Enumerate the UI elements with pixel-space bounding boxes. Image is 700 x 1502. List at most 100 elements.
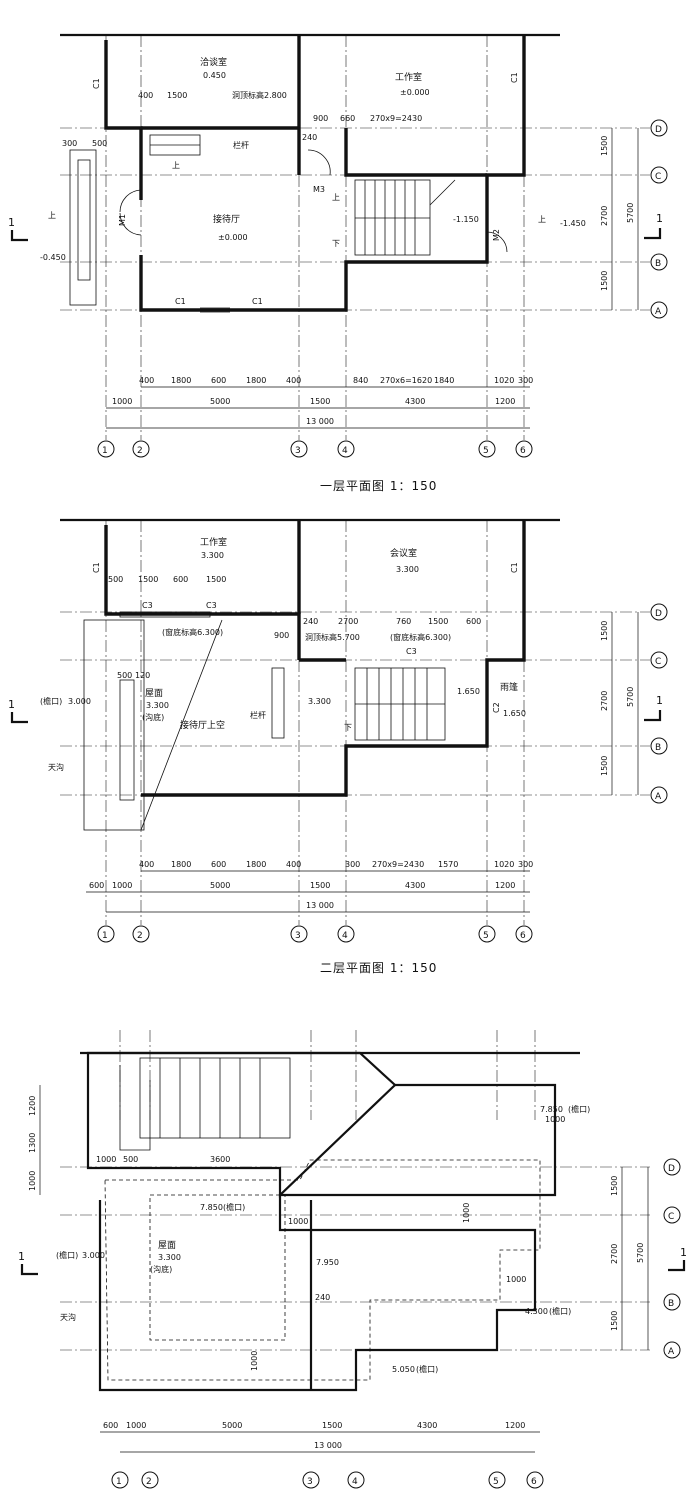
note-label: 栏杆 [250,710,266,720]
dimension-label: 270x9=2430 [372,860,424,869]
dimension-label: 1500 [428,617,448,626]
dimension-label: 5000 [222,1421,242,1430]
dimension-label: 5000 [210,881,230,890]
svg-text:4: 4 [352,1477,358,1487]
dimension-label: 270x9=2430 [370,114,422,123]
elevation-label: 0.450 [203,71,226,80]
elevation-label: 4.300 [525,1307,548,1316]
plan-title: 一层平面图 1：150 [320,479,437,493]
svg-text:A: A [668,1347,675,1357]
stair-label: 下 [344,723,352,732]
svg-text:D: D [668,1164,675,1174]
dimension-label: 1000 [126,1421,146,1430]
axis-bubbles-x: 1 2 3 4 5 6 [97,440,533,458]
dimension-label: 1500 [206,575,226,584]
dimension-label: 500 [117,671,132,680]
room-label: 工作室 [200,536,227,548]
dimension-label: 4300 [417,1421,437,1430]
dimension-label: 500 [108,575,123,584]
section-mark: 1 [18,1250,25,1263]
dimension-label: 300 [518,376,533,385]
svg-text:A: A [655,792,662,802]
dimension-label: 4300 [405,881,425,890]
svg-text:B: B [668,1299,674,1309]
dimension-label: 13 000 [314,1441,342,1450]
elevation-label: 3.300 [146,701,169,710]
dimension-label: 240 [303,617,318,626]
window-label: C1 [510,72,519,83]
svg-text:C: C [668,1212,674,1222]
dimension-label: 400 [138,91,153,100]
room-label: 屋面 [145,688,163,699]
elevation-label: -1.150 [453,215,479,224]
note-label: (檐口) [40,696,62,706]
dimension-label: 600 [211,860,226,869]
dimension-label: 5700 [636,1243,645,1263]
svg-text:D: D [655,125,662,135]
section-mark: 1 [8,698,15,711]
axis-bubbles-x: 1 2 3 4 5 6 [97,925,533,943]
svg-text:B: B [655,743,661,753]
svg-text:3: 3 [295,446,301,456]
note-label: (沟底) [142,712,164,722]
section-mark: 1 [656,212,663,225]
dimension-label: 3600 [210,1155,230,1164]
section-mark: 1 [680,1246,687,1259]
dimension-label: 13 000 [306,901,334,910]
dimension-label: 2700 [610,1244,619,1264]
dimension-label: 1500 [167,91,187,100]
svg-text:5: 5 [483,931,489,941]
svg-text:2: 2 [137,446,143,456]
dimension-label: 13 000 [306,417,334,426]
door-label: M3 [313,185,325,194]
elevation-label: 7.950 [316,1258,339,1267]
note-label: (檐口) [568,1104,590,1114]
dimension-label: 600 [103,1421,118,1430]
elevation-label: ±0.000 [218,233,248,242]
dimension-label: 400 [139,376,154,385]
elevation-label: 3.300 [158,1253,181,1262]
window-label: C3 [206,601,217,610]
window-label: C1 [92,78,101,89]
dimension-label: 1000 [288,1217,308,1226]
dimension-label: 1300 [28,1133,37,1153]
elevation-label: -1.450 [560,219,586,228]
dimension-label: 300 [345,860,360,869]
dimension-label: 2700 [600,206,609,226]
svg-text:5: 5 [493,1477,499,1487]
dimension-label: 1020 [494,860,514,869]
svg-text:1: 1 [102,931,108,941]
room-label: 洽谈室 [200,56,227,68]
svg-text:4: 4 [342,446,348,456]
dimension-label: 600 [466,617,481,626]
stair-label: 上 [172,161,180,170]
dimension-label: 600 [211,376,226,385]
dimension-label: 1800 [246,860,266,869]
dimension-label: 1840 [434,376,454,385]
dimension-label: 600 [89,881,104,890]
elevation-label: 3.300 [201,551,224,560]
room-label: 雨篷 [500,681,518,693]
dimension-label: 600 [173,575,188,584]
dimension-label: 300 [62,139,77,148]
window-label: C1 [92,562,101,573]
window-label: C2 [492,702,501,713]
svg-text:2: 2 [137,931,143,941]
dimension-label: 1500 [600,136,609,156]
note-label: (檐口) [416,1364,438,1374]
elevation-label: 3.000 [82,1251,105,1260]
note-label: 栏杆 [233,140,249,150]
dimension-label: 1200 [495,881,515,890]
window-label: C1 [175,297,186,306]
svg-text:1: 1 [102,446,108,456]
dimension-label: 1020 [494,376,514,385]
svg-text:4: 4 [342,931,348,941]
dimension-label: 1500 [610,1176,619,1196]
dimension-label: 5000 [210,397,230,406]
stair-label: 下 [332,239,340,248]
room-label: 屋面 [158,1240,176,1251]
dimension-label: 1000 [506,1275,526,1284]
dimension-label: 120 [135,671,150,680]
svg-text:6: 6 [520,931,526,941]
